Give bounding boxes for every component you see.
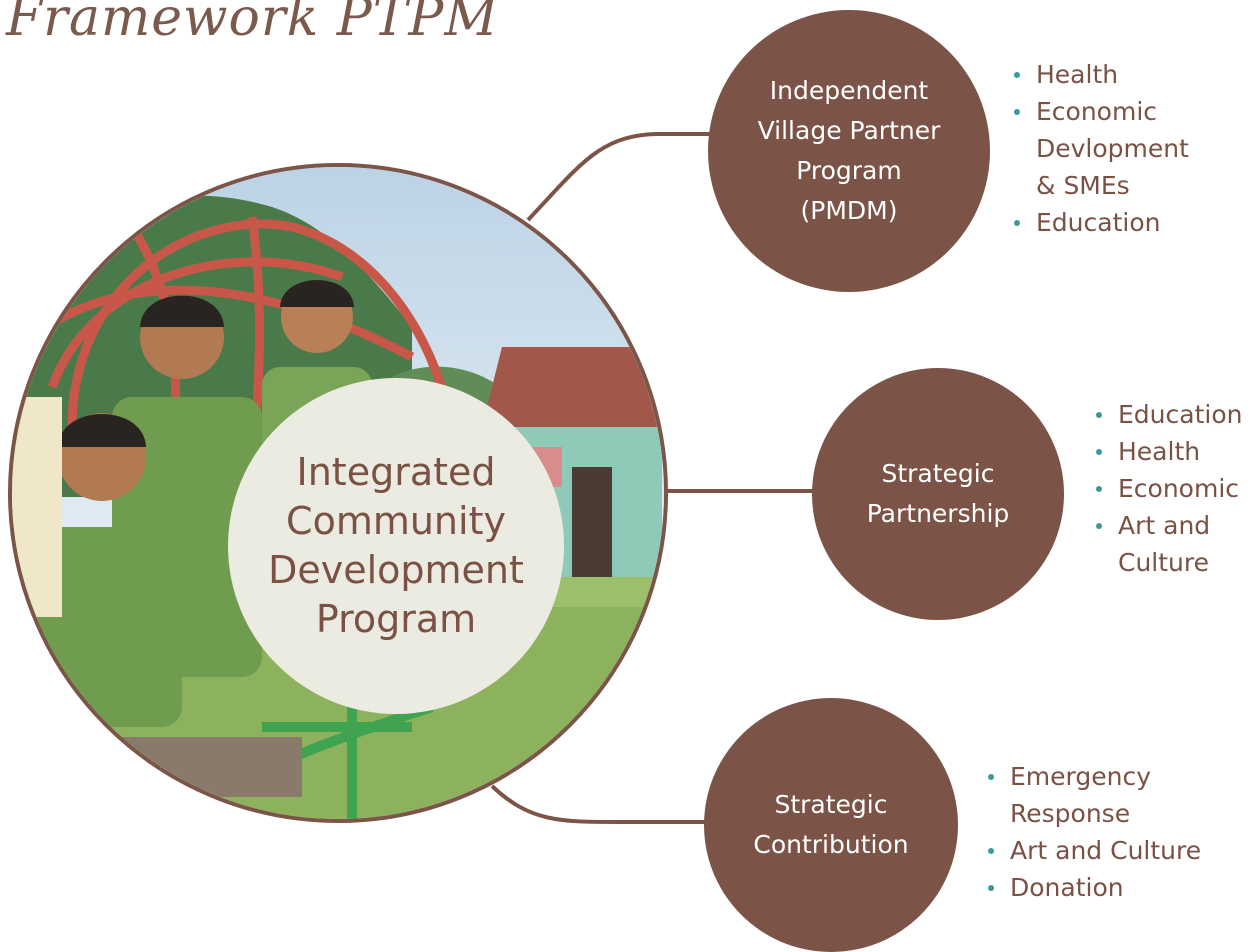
bullet-item: Health [1090,433,1242,470]
bullet-text: Art and Culture [1010,836,1202,865]
node-contribution-label: Strategic Contribution [719,785,943,865]
node-pmdm-label: Independent Village Partner Program (PMD… [725,71,973,231]
center-program-circle: Integrated Community Development Program [228,378,564,714]
bullet-item: Emergency Response [982,758,1201,832]
node-label-line: Program [796,156,902,185]
bullet-text: Education [1036,208,1161,237]
bullet-item: Economic [1090,470,1242,507]
node-strategic-partnership: Strategic Partnership [812,368,1064,620]
bullet-item: Art and Culture [1090,507,1242,581]
node-strategic-contribution: Strategic Contribution [704,698,958,952]
center-program-label: Integrated Community Development Program [246,448,546,644]
node-label-line: Strategic [881,459,995,488]
node-label-line: (PMDM) [800,196,898,225]
partnership-bullet-list: Education Health Economic Art and Cultur… [1090,396,1242,581]
bullet-text: Economic [1118,474,1240,503]
bullet-text: Health [1036,60,1119,89]
bullet-text: Economic [1036,97,1158,126]
bullet-text: Education [1118,400,1243,429]
bullet-item: Health [1008,56,1189,93]
bullet-text: Emergency [1010,762,1152,791]
bullet-item: Donation [982,869,1201,906]
node-label-line: Strategic [774,790,888,819]
node-pmdm: Independent Village Partner Program (PMD… [708,10,990,292]
contribution-bullet-list: Emergency Response Art and Culture Donat… [982,758,1201,906]
node-partnership-label: Strategic Partnership [827,454,1049,534]
bullet-text: Health [1118,437,1201,466]
center-line: Development [268,548,524,592]
center-line: Community [286,499,506,543]
bullet-text: Response [1010,799,1131,828]
bullet-item: Education [1090,396,1242,433]
connector-pmdm [526,132,712,222]
node-label-line: Village Partner [757,116,941,145]
pmdm-bullet-list: Health Economic Devlopment & SMEs Educat… [1008,56,1189,241]
node-label-line: Independent [769,76,929,105]
bullet-text: Donation [1010,873,1124,902]
bullet-text: Art and [1118,511,1211,540]
bullet-text: Devlopment [1036,134,1189,163]
center-line: Program [315,597,477,641]
node-label-line: Contribution [753,830,909,859]
bullet-text: Culture [1118,548,1210,577]
bullet-item: Education [1008,204,1189,241]
connector-contribution [490,784,708,824]
bullet-item: Economic Devlopment & SMEs [1008,93,1189,204]
center-line: Integrated [296,450,496,494]
bullet-item: Art and Culture [982,832,1201,869]
node-label-line: Partnership [866,499,1010,528]
bullet-text: & SMEs [1036,171,1130,200]
diagram-title: Framework PTPM [6,0,499,48]
